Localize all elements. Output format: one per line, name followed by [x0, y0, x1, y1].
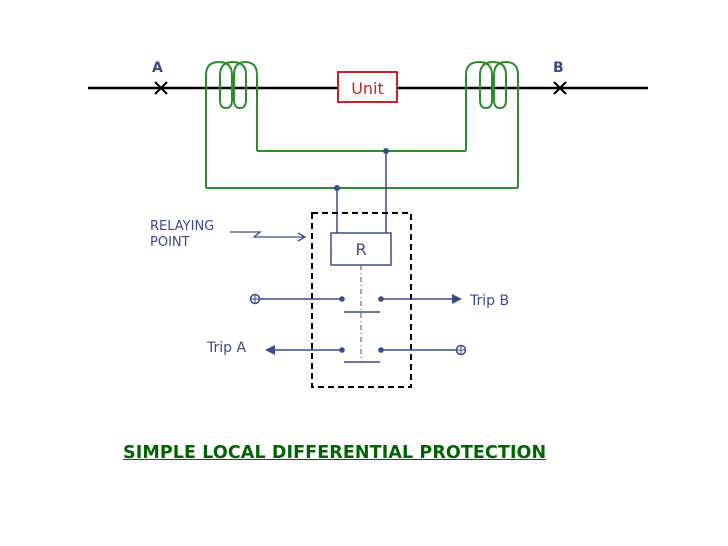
- relaying-point-label-line1: RELAYING: [150, 219, 214, 234]
- relaying-point-enclosure: [311, 212, 412, 388]
- breaker-b-icon: [553, 81, 567, 95]
- junction-dot: [334, 185, 340, 191]
- terminal-mark: [457, 346, 465, 354]
- relay-label: R: [355, 240, 366, 259]
- bus-a-label: A: [152, 60, 163, 76]
- breaker-a-icon: [154, 81, 168, 95]
- junction-dot: [383, 148, 389, 154]
- relaying-point-pointer: [230, 231, 307, 242]
- unit-box: [337, 71, 398, 103]
- diagram-caption: SIMPLE LOCAL DIFFERENTIAL PROTECTION: [123, 443, 547, 463]
- contact-dot: [378, 347, 384, 353]
- ct-left-icon: [205, 60, 258, 188]
- trip-a-label: Trip A: [206, 340, 246, 356]
- trip-b-label: Trip B: [469, 293, 509, 309]
- contact-dot: [378, 296, 384, 302]
- relay-leads: [336, 151, 387, 233]
- trip-b-circuit: [258, 298, 452, 313]
- trip-a-arrow-icon: [265, 345, 275, 355]
- trip-a-circuit: [274, 349, 456, 363]
- ct-right-icon: [465, 60, 519, 188]
- terminal-mark: [251, 295, 259, 303]
- contact-dot: [339, 296, 345, 302]
- trip-b-arrow-icon: [452, 294, 462, 304]
- relaying-point-label-line2: POINT: [150, 235, 190, 250]
- contact-dot: [339, 347, 345, 353]
- bus-b-label: B: [553, 60, 564, 76]
- ct-wiring: [206, 150, 518, 189]
- unit-label: Unit: [351, 79, 384, 98]
